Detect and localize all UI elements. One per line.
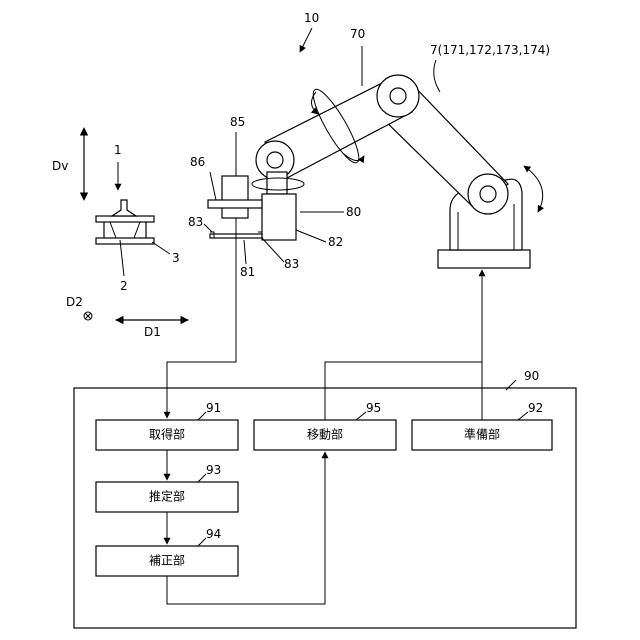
label-object-1: 1 [114,143,122,157]
finger-left-leader [204,224,212,232]
label-object-3: 3 [172,251,180,265]
label-block-acquisition-num: 91 [206,401,221,415]
correction-to-movement-line [167,452,325,604]
label-d2: D2 [66,295,83,309]
label-block-correction-num: 94 [206,527,221,541]
camera-mount-leader [210,172,216,200]
camera-body [222,176,248,218]
block-acquisition: 取得部 [96,420,238,450]
label-camera: 85 [230,115,245,129]
workpiece-object [96,200,154,244]
label-hand-body: 82 [328,235,343,249]
label-finger-base: 81 [240,265,255,279]
hand-body-leader [296,230,326,242]
block-movement: 移動部 [254,420,396,450]
camera-mount-plate [208,200,262,208]
label-block-movement-num: 95 [366,401,381,415]
into-page-direction-symbol [84,312,92,320]
label-object-2: 2 [120,279,128,293]
robot-base [438,250,530,268]
label-system: 10 [304,11,319,25]
object-2-leader [120,240,124,276]
label-block-estimation-num: 93 [206,463,221,477]
rotation-arrow-base [524,166,543,212]
block-correction-label: 補正部 [149,553,185,568]
hand-body [262,194,296,240]
label-block-preparation-num: 92 [528,401,543,415]
robot-wrist [267,172,287,194]
label-camera-mount: 86 [190,155,205,169]
finger-right-leader [262,238,284,262]
label-finger-left: 83 [188,215,203,229]
system-pointer-arrow [300,28,312,52]
label-hand: 80 [346,205,361,219]
block-correction: 補正部 [96,546,238,576]
block-estimation-label: 推定部 [149,489,185,504]
label-dv: Dv [52,159,68,173]
block-movement-label: 移動部 [307,427,343,442]
block-preparation-label: 準備部 [464,427,500,442]
block-preparation: 準備部 [412,420,552,450]
label-arm: 70 [350,27,365,41]
label-finger-right: 83 [284,257,299,271]
block-acquisition-label: 取得部 [149,427,185,442]
block-estimation: 推定部 [96,482,238,512]
finger-base-leader [244,240,246,264]
label-d1: D1 [144,325,161,339]
movement-to-robot-line [325,362,482,420]
robot-leader [434,60,440,92]
object-3-leader [152,242,170,254]
label-robot: 7(171,172,173,174) [430,43,550,57]
label-controller: 90 [524,369,539,383]
